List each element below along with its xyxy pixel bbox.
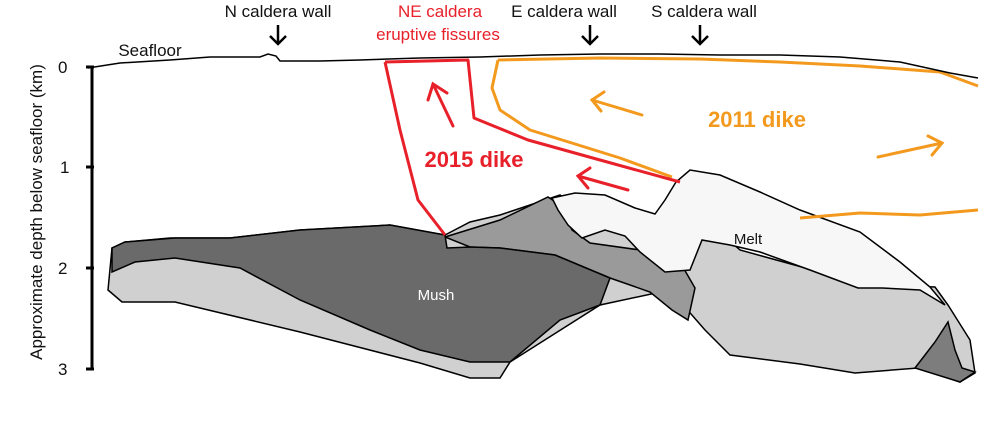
y-tick-3: 3 [58,360,67,379]
orange-arrow-right-icon [876,134,945,159]
seafloor-label: Seafloor [118,41,182,60]
s-caldera-wall-label: S caldera wall [651,2,757,21]
e-caldera-wall-arrow-icon [581,25,599,46]
n-caldera-wall-arrow-icon [269,25,287,46]
dike-2015-label: 2015 dike [424,147,523,172]
n-caldera-wall-label: N caldera wall [225,2,332,21]
e-caldera-wall-label: E caldera wall [511,2,617,21]
y-axis-label: Approximate depth below seafloor (km) [27,64,46,360]
dike-2011-label: 2011 dike [708,107,806,132]
mush-body [111,224,611,363]
y-tick-2: 2 [58,259,67,278]
y-tick-1: 1 [60,158,69,177]
y-tick-0: 0 [58,58,67,77]
dark-gray-corner-body [913,320,977,383]
mush-label: Mush [418,287,455,304]
orange-arrow-left-icon [589,90,644,117]
red-arrow-left-icon [575,166,630,192]
ne-caldera-label-line2: eruptive fissures [376,25,500,44]
melt-label: Melt [734,231,763,248]
y-axis [86,65,94,371]
seafloor-line [87,53,979,79]
s-caldera-wall-arrow-icon [691,25,709,46]
dike-2011-outline [490,56,979,220]
red-arrow-up-icon [426,81,455,128]
melt-body [550,169,946,306]
ne-caldera-label-line1: NE caldera [398,2,483,21]
dike-2015-outline [383,58,681,236]
